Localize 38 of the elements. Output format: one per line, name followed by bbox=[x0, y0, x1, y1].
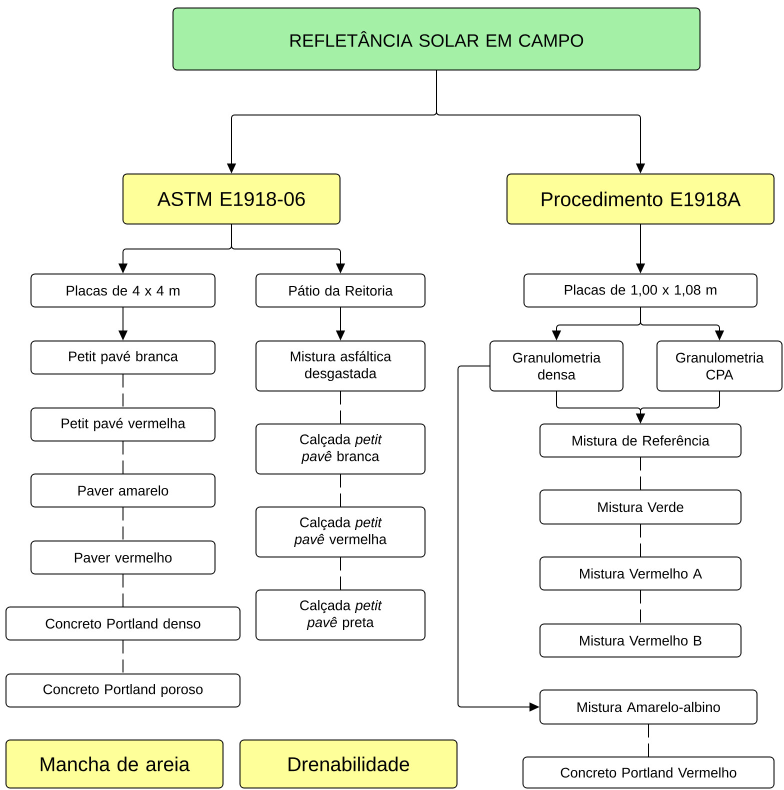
connector-line bbox=[122, 574, 124, 607]
connector-line bbox=[340, 474, 341, 507]
process-box: Granulometria CPA bbox=[656, 340, 782, 392]
title-box: REFLETÂNCIA SOLAR EM CAMPO bbox=[172, 8, 700, 70]
process-box: Calçada petit pavê preta bbox=[256, 590, 426, 640]
process-box: Paver amarelo bbox=[30, 474, 216, 508]
process-box: Mistura Vermelho A bbox=[540, 556, 742, 590]
method-box: ASTM E1918-06 bbox=[122, 174, 340, 224]
connector-line bbox=[122, 507, 124, 541]
process-box: Mistura asfáltica desgastada bbox=[256, 340, 426, 392]
process-box: Pátio da Reitoria bbox=[256, 274, 426, 308]
process-box: Mistura de Referência bbox=[540, 424, 742, 458]
process-box: Petit pavé vermelha bbox=[30, 408, 216, 442]
connector-line bbox=[640, 457, 641, 490]
connector-line bbox=[640, 590, 641, 624]
process-box: Mistura Amarelo-albino bbox=[540, 690, 758, 724]
connector-line bbox=[340, 557, 341, 590]
connector-line bbox=[122, 441, 124, 474]
connector-line bbox=[122, 374, 124, 408]
process-box: Petit pavé branca bbox=[30, 340, 216, 374]
connector-line bbox=[640, 524, 641, 557]
process-box: Concreto Portland denso bbox=[6, 606, 240, 640]
process-box: Calçada petit pavê branca bbox=[256, 424, 426, 474]
connector-line bbox=[340, 391, 341, 424]
process-box: Concreto Portland Vermelho bbox=[522, 756, 774, 788]
process-box: Placas de 1,00 x 1,08 m bbox=[524, 274, 758, 308]
process-box: Mistura Vermelho B bbox=[540, 624, 742, 658]
process-box: Paver vermelho bbox=[30, 540, 216, 574]
process-box: Calçada petit pavê vermelha bbox=[256, 506, 426, 558]
process-box: Placas de 4 x 4 m bbox=[30, 274, 216, 308]
connector-line bbox=[648, 724, 649, 757]
process-box: Concreto Portland poroso bbox=[6, 674, 240, 708]
method-box: Procedimento E1918A bbox=[506, 174, 774, 224]
method-box: Mancha de areia bbox=[6, 740, 224, 788]
method-box: Drenabilidade bbox=[240, 740, 458, 788]
process-box: Granulometria densa bbox=[490, 340, 624, 392]
connector-line bbox=[122, 640, 124, 674]
process-box: Mistura Verde bbox=[540, 490, 742, 524]
